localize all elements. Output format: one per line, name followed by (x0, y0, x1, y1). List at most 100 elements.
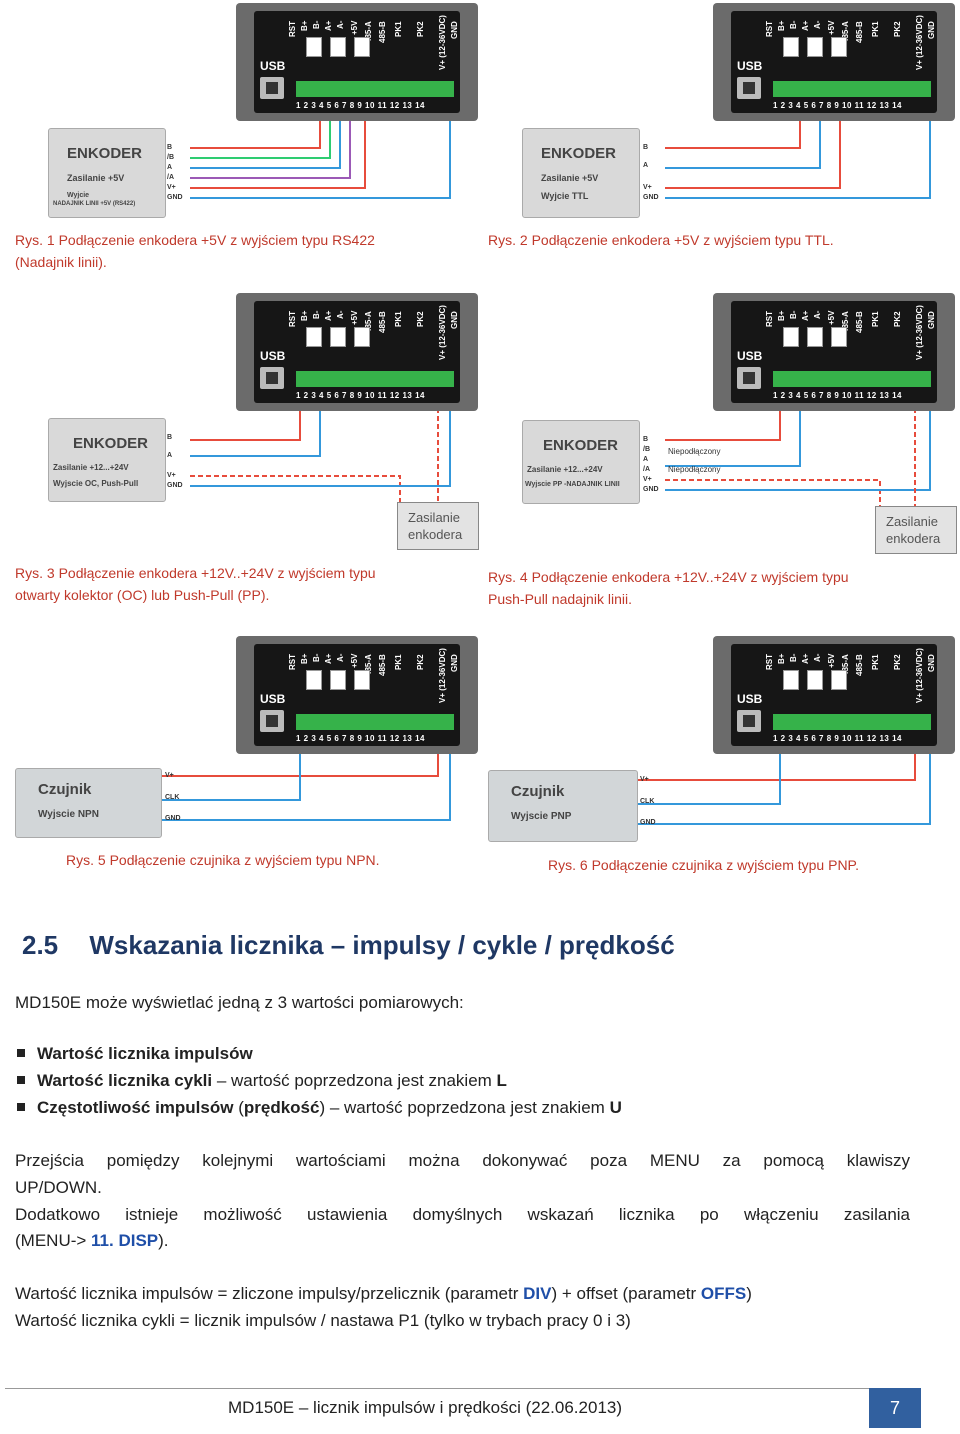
paragraph-1-line-1: Przejścia pomiędzy kolejnymi wartościami… (15, 1151, 910, 1170)
terminal-label: RST (765, 21, 774, 37)
supply-line: enkodera (886, 531, 941, 546)
pin-label: V+ (167, 184, 176, 191)
encoder-title: ENKODER (543, 437, 619, 454)
device-panel-fig6: USB RST B+ B- A+ A- +5V 485-A 485-B PK1 … (713, 636, 955, 754)
pin-label: A (167, 452, 173, 459)
dip-switch-icon (831, 327, 847, 347)
pin-label: V+ (167, 472, 176, 479)
figure-caption-6: Rys. 6 Podłączenie czujnika z wyjściem t… (548, 854, 859, 876)
terminal-label: PK1 (394, 21, 403, 37)
encoder-line: Wyjcie TTL (541, 191, 589, 201)
section-number: 2.5 (22, 930, 59, 960)
terminal-block (773, 371, 931, 387)
pin-label: /A (167, 174, 174, 181)
paragraph-2-line-2: (MENU-> 11. DISP). (15, 1228, 169, 1254)
encoder-title: ENKODER (541, 145, 617, 162)
terminal-label: 485-B (378, 654, 387, 676)
list-item: Wartość licznika cykli – wartość poprzed… (15, 1067, 622, 1094)
encoder-line: Zasilanie +5V (541, 173, 599, 183)
terminal-label: PK2 (893, 21, 902, 37)
measurement-list: Wartość licznika impulsów Wartość liczni… (15, 1040, 622, 1121)
caption-line: Rys. 6 Podłączenie czujnika z wyjściem t… (548, 857, 859, 873)
terminal-label: GND (450, 21, 459, 39)
param-offs: OFFS (700, 1284, 747, 1303)
dip-switch-icon (330, 37, 346, 57)
supply-line: enkodera (408, 527, 463, 542)
pin-label: B (167, 434, 173, 441)
sensor-box-fig5: Czujnik Wyjscie NPN (15, 768, 162, 838)
pin-label: V+ (643, 184, 652, 191)
supply-line: Zasilanie (886, 514, 939, 529)
footer-divider (5, 1388, 920, 1389)
caption-line: Rys. 2 Podłączenie enkodera +5V z wyjści… (488, 232, 834, 248)
terminal-label: PK2 (893, 311, 902, 327)
supply-line: Zasilanie (408, 510, 461, 525)
dip-switch-icon (783, 37, 799, 57)
dip-switch-icon (354, 37, 370, 57)
terminal-numbers: 1 2 3 4 5 6 7 8 9 10 11 12 13 14 (296, 391, 425, 400)
encoder-line: Wyjcie (67, 192, 90, 199)
not-connected-label: Niepodłączony (668, 447, 721, 456)
terminal-label: GND (927, 311, 936, 329)
figure-caption-1: Rys. 1 Podłączenie enkodera +5V z wyjści… (15, 229, 375, 273)
terminal-label: RST (288, 21, 297, 37)
terminal-numbers: 1 2 3 4 5 6 7 8 9 10 11 12 13 14 (773, 734, 902, 743)
terminal-label: 485-B (378, 21, 387, 43)
terminal-numbers: 1 2 3 4 5 6 7 8 9 10 11 12 13 14 (296, 734, 425, 743)
terminal-label: V+ (12-36VDC) (915, 648, 924, 703)
usb-label: USB (260, 349, 286, 363)
dip-switch-icon (354, 327, 370, 347)
sensor-title: Czujnik (511, 783, 565, 800)
pin-label: A (643, 456, 649, 463)
pin-label: V+ (640, 776, 649, 783)
terminal-numbers: 1 2 3 4 5 6 7 8 9 10 11 12 13 14 (296, 101, 425, 110)
bullet-bold: prędkość (243, 1098, 320, 1117)
usb-label: USB (737, 349, 763, 363)
terminal-label: PK2 (893, 654, 902, 670)
pin-label: GND (165, 815, 181, 822)
bullet-text: ) – wartość poprzedzona jest znakiem (319, 1098, 610, 1117)
terminal-block (773, 714, 931, 730)
caption-line: Rys. 4 Podłączenie enkodera +12V..+24V z… (488, 569, 849, 585)
usb-label: USB (737, 692, 763, 706)
pin-label: V+ (165, 772, 174, 779)
supply-box-fig4: Zasilanie enkodera (875, 506, 957, 554)
pin-label: /B (643, 446, 650, 453)
bullet-bold: Wartość licznika cykli (37, 1071, 213, 1090)
terminal-block (773, 81, 931, 97)
bullet-text: – wartość poprzedzona jest znakiem (212, 1071, 497, 1090)
paragraph-2-line-1: Dodatkowo istnieje możliwość ustawienia … (15, 1205, 910, 1224)
pin-label: A (167, 164, 173, 171)
device-front: USB RST B+ B- A+ A- +5V 485-A 485-B PK1 … (254, 11, 460, 113)
text: ) + offset (parametr (551, 1284, 701, 1303)
encoder-title: ENKODER (67, 145, 143, 162)
device-front: USB RST B+ B- A+ A- +5V 485-A 485-B PK1 … (731, 644, 937, 746)
terminal-label: GND (927, 654, 936, 672)
terminal-label: PK1 (871, 311, 880, 327)
terminal-block (296, 714, 454, 730)
dip-switch-icon (807, 37, 823, 57)
dip-switch-icon (831, 37, 847, 57)
terminal-numbers: 1 2 3 4 5 6 7 8 9 10 11 12 13 14 (773, 101, 902, 110)
formula-2: Wartość licznika cykli = licznik impulsó… (15, 1311, 631, 1330)
terminal-label: RST (765, 654, 774, 670)
usb-port-icon (260, 367, 284, 389)
device-panel-fig2: USB RST B+ B- A+ A- +5V 485-A 485-B PK1 … (713, 3, 955, 121)
usb-port-icon (737, 77, 761, 99)
dip-switch-icon (831, 670, 847, 690)
pin-label: GND (643, 486, 659, 493)
usb-label: USB (737, 59, 763, 73)
usb-port-icon (260, 710, 284, 732)
caption-line: otwarty kolektor (OC) lub Push-Pull (PP)… (15, 587, 270, 603)
pin-label: CLK (165, 794, 180, 801)
terminal-label: 485-B (378, 311, 387, 333)
dip-switch-icon (306, 327, 322, 347)
terminal-block (296, 371, 454, 387)
pin-label: A (643, 162, 649, 169)
usb-port-icon (260, 77, 284, 99)
bullet-key: L (496, 1071, 507, 1090)
list-item: Wartość licznika impulsów (15, 1040, 622, 1067)
sensor-line: Wyjscie NPN (38, 809, 99, 820)
param-div: DIV (523, 1284, 552, 1303)
terminal-label: V+ (12-36VDC) (915, 15, 924, 70)
